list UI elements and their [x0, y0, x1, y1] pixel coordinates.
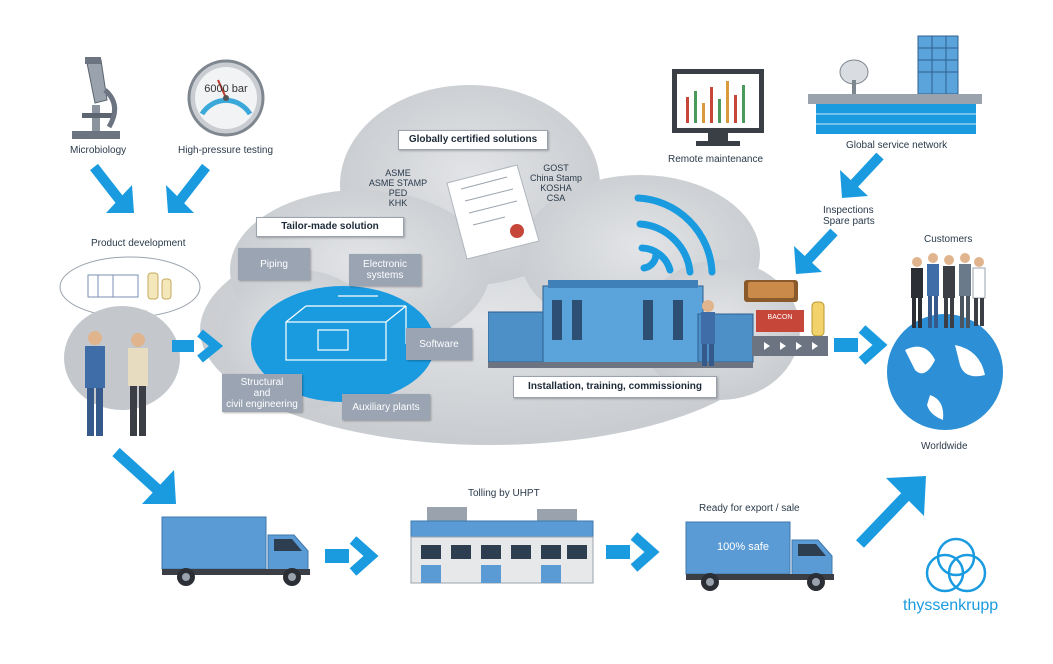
microscope-icon [72, 57, 120, 139]
electronic-line-2: systems [366, 270, 404, 281]
cert-left-item: PED [388, 188, 408, 198]
cert-right-item: CSA [546, 193, 566, 203]
pressure-gauge-icon: 6000 bar [187, 59, 265, 137]
global-service-network-label: Global service network [846, 140, 948, 151]
electronic-systems-box: Electronic systems [349, 254, 421, 286]
worldwide-label: Worldwide [921, 441, 968, 452]
globally-certified-box: Globally certified solutions [398, 130, 548, 150]
arrow-down-right-icon [112, 448, 176, 504]
wifi-signal-icon [634, 194, 716, 276]
structural-line-2: and [253, 387, 271, 399]
microbiology-label: Microbiology [70, 145, 127, 156]
food-products-illustration: BACON [744, 280, 828, 356]
arrow-down-left-icon [166, 163, 210, 213]
structural-box: Structural and civil engineering [222, 374, 302, 412]
safe-label: 100% safe [717, 541, 769, 553]
arrow-right-icon [606, 532, 660, 572]
truck-1-illustration [161, 516, 310, 586]
auxiliary-plants-box: Auxiliary plants [342, 394, 430, 420]
structural-line-1: Structural [240, 376, 284, 388]
service-building-icon [808, 35, 982, 134]
globe-customers-illustration [887, 253, 1003, 430]
arrow-right-icon [325, 536, 379, 576]
factory-illustration [410, 507, 594, 584]
bacon-text: BACON [768, 314, 793, 321]
truck-2-illustration [685, 521, 834, 591]
product-development-label: Product development [91, 238, 186, 249]
installation-box: Installation, training, commissioning [513, 376, 717, 398]
cert-left-item: ASME [385, 168, 411, 178]
software-box: Software [406, 328, 472, 360]
certificate-icon [446, 164, 540, 260]
tolling-label: Tolling by UHPT [468, 488, 540, 499]
piping-box: Piping [238, 248, 310, 280]
cert-left-item: KHK [388, 198, 408, 208]
arrow-up-right-icon [856, 476, 926, 548]
high-pressure-testing-label: High-pressure testing [178, 145, 274, 156]
ready-for-export-label: Ready for export / sale [699, 503, 800, 514]
cert-right-item: GOST [543, 163, 569, 173]
cert-left-item: ASME STAMP [368, 178, 428, 188]
arrow-down-left-icon [840, 152, 884, 198]
arrow-down-right-icon [90, 163, 134, 213]
remote-maintenance-label: Remote maintenance [668, 154, 764, 165]
tailor-made-box: Tailor-made solution [256, 217, 404, 237]
monitor-icon [672, 69, 764, 146]
engineers-illustration [64, 306, 180, 436]
structural-line-3: civil engineering [226, 398, 298, 410]
thyssenkrupp-wordmark: thyssenkrupp [903, 597, 999, 614]
electronic-line-1: Electronic [363, 259, 407, 270]
arrow-right-icon [834, 325, 888, 365]
arrow-down-left-icon [794, 228, 838, 274]
tailor-made-blueprint [251, 286, 435, 402]
thyssenkrupp-logo-icon [925, 537, 987, 593]
spare-parts-label: Spare parts [823, 216, 875, 227]
customers-label: Customers [924, 234, 973, 245]
certs-right-list: GOST China Stamp KOSHA CSA [524, 163, 588, 203]
certs-left-list: ASME ASME STAMP PED KHK [368, 168, 428, 208]
arrow-right-icon [172, 329, 224, 363]
gauge-value-text: 6000 bar [204, 83, 248, 95]
hpp-machine-illustration [488, 280, 754, 368]
cert-right-item: China Stamp [529, 173, 583, 183]
inspections-label: Inspections [823, 205, 874, 216]
cert-right-item: KOSHA [540, 183, 572, 193]
